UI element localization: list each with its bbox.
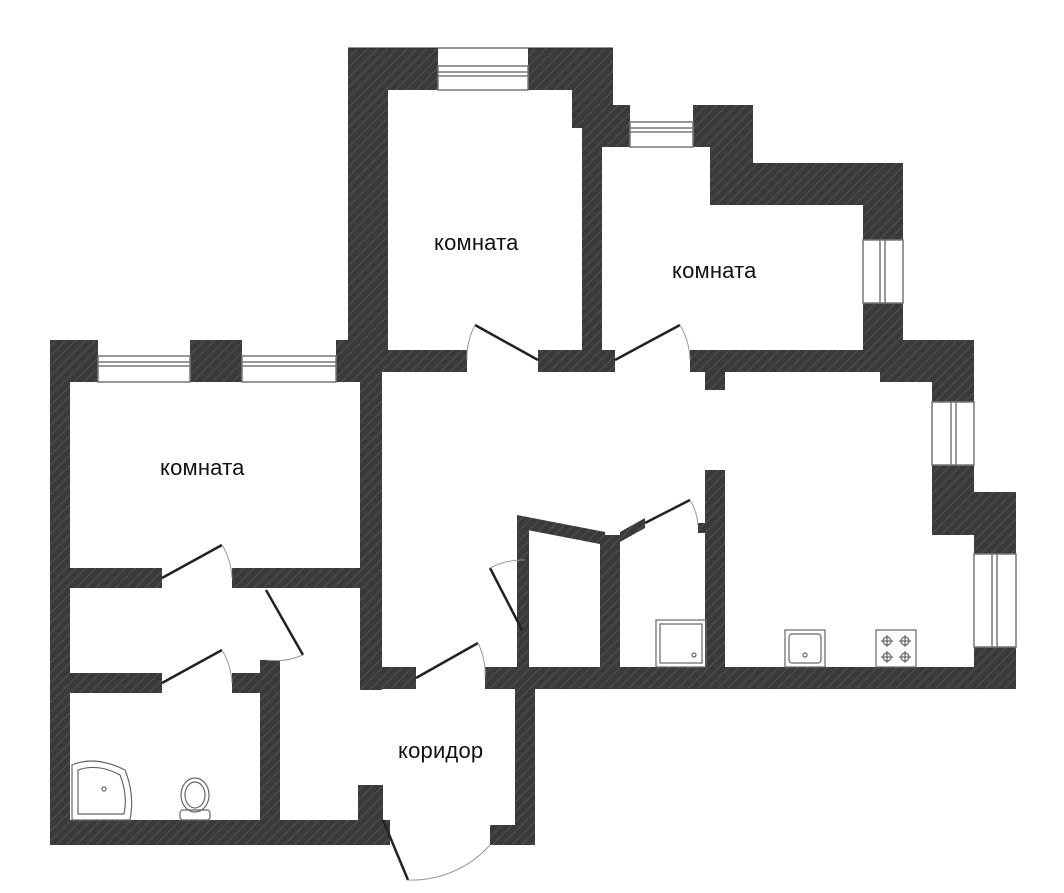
room-label-corridor: коридор bbox=[398, 738, 484, 763]
room-label-room-1: комната bbox=[434, 230, 519, 255]
window-icon bbox=[629, 121, 694, 148]
window-icon bbox=[437, 65, 529, 91]
wall-corridor-top-a bbox=[360, 667, 416, 689]
door-swing-icon bbox=[264, 589, 305, 662]
doors bbox=[161, 323, 699, 881]
door-swing-icon bbox=[161, 648, 233, 685]
door-swing-icon bbox=[488, 559, 526, 631]
room-label-room-2: комната bbox=[672, 258, 757, 283]
wall-left bbox=[50, 340, 70, 845]
wall-room1-right bbox=[582, 90, 602, 370]
walls bbox=[50, 48, 1016, 845]
wall-corridor-left-lower bbox=[358, 785, 383, 845]
door-swing-icon bbox=[381, 819, 491, 881]
wall-closet-right bbox=[705, 470, 725, 667]
wall-kitchen-bottom bbox=[515, 667, 1016, 689]
wall-right-upper bbox=[932, 340, 974, 402]
wall-corridor-right bbox=[515, 667, 535, 845]
wall-room2-top-left bbox=[600, 105, 630, 147]
door-swing-icon bbox=[644, 498, 699, 526]
wall-bottom-left bbox=[50, 820, 390, 845]
wall-hall-top-c bbox=[690, 350, 890, 372]
wall-hall-stub bbox=[705, 350, 725, 390]
room-label-room-3: комната bbox=[160, 455, 245, 480]
sink-icon bbox=[784, 629, 826, 668]
wall-right-step-b bbox=[974, 492, 1016, 554]
wall-bath-right bbox=[260, 660, 280, 840]
window-icon bbox=[862, 239, 904, 304]
wall-room3-bottom-b bbox=[232, 568, 362, 588]
toilet-icon bbox=[179, 777, 211, 821]
wall-closet-right-top bbox=[698, 523, 725, 533]
door-swing-icon bbox=[415, 641, 486, 680]
wall-closet-top bbox=[517, 515, 605, 545]
wall-storage-bottom-a bbox=[70, 673, 162, 693]
door-swing-icon bbox=[614, 323, 691, 362]
wall-room2-step bbox=[710, 105, 903, 207]
window-icon bbox=[241, 355, 337, 383]
wall-room2-right-upper bbox=[863, 163, 903, 240]
window-icon bbox=[931, 401, 975, 466]
wall-closet-left bbox=[517, 520, 529, 667]
window-icon bbox=[973, 553, 1017, 648]
stove-icon bbox=[875, 629, 917, 668]
wall-hall-top-a bbox=[372, 350, 467, 372]
wall-room3-bottom-a bbox=[70, 568, 162, 588]
door-swing-icon bbox=[161, 543, 233, 580]
wall-corridor-bottom-right bbox=[490, 825, 535, 845]
bathtub-icon bbox=[71, 760, 133, 821]
windows bbox=[97, 65, 1017, 648]
window-icon bbox=[97, 355, 191, 383]
wall-room3-right bbox=[360, 370, 382, 690]
shower-tray-icon bbox=[655, 619, 707, 668]
wall-hall-top-b bbox=[538, 350, 615, 372]
fixtures bbox=[71, 619, 917, 821]
wall-room1-left bbox=[348, 48, 388, 370]
door-swing-icon bbox=[466, 323, 539, 362]
wall-closet-mid bbox=[600, 535, 620, 667]
wall-room3-top-b bbox=[190, 340, 242, 382]
wall-closet-top-b bbox=[620, 518, 645, 542]
